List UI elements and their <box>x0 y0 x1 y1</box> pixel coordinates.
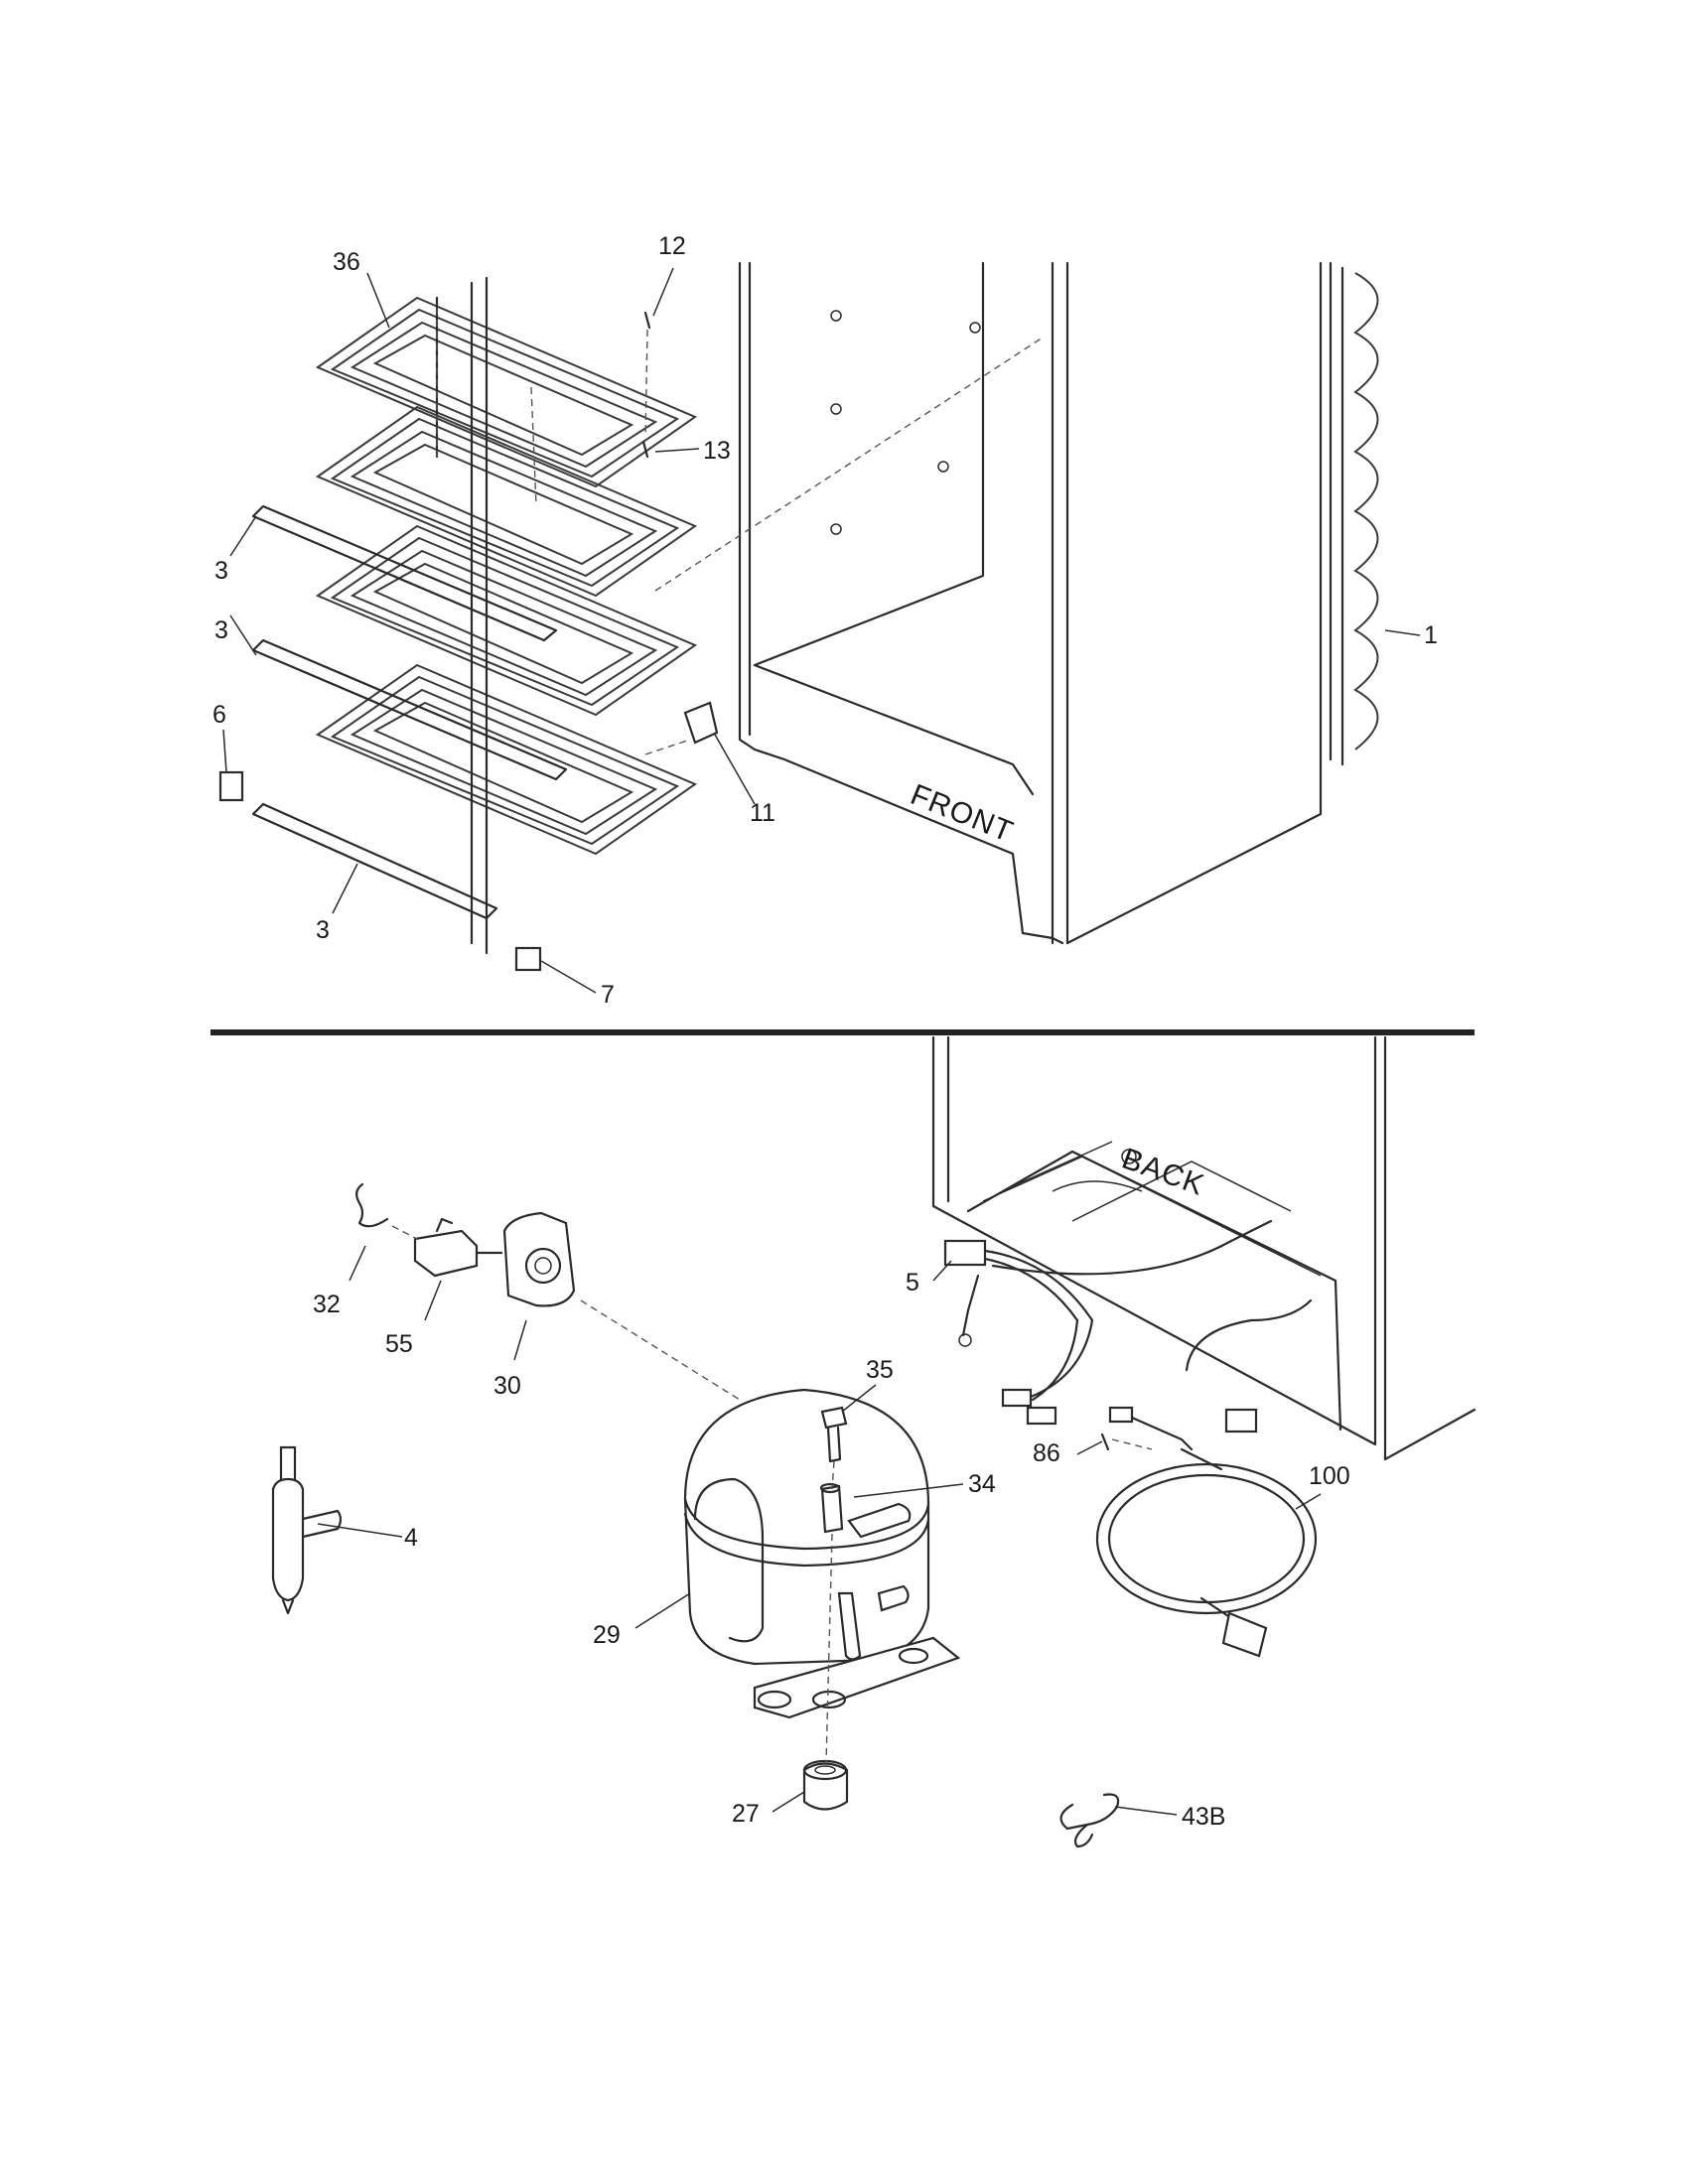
callout-30: 30 <box>493 1372 521 1400</box>
shelf-clips <box>218 701 719 972</box>
callout-1: 1 <box>1424 621 1438 649</box>
callout-13: 13 <box>703 437 731 465</box>
clip-part-86 <box>1100 1433 1153 1451</box>
sleeve-part-34 <box>819 1482 844 1534</box>
shelf-rails <box>251 504 568 920</box>
bracket-part-11 <box>683 701 719 745</box>
callout-55: 55 <box>385 1330 413 1358</box>
clip-part-6 <box>218 770 244 802</box>
bottom-leaders <box>317 1245 1322 1816</box>
front-stamp: FRONT <box>906 778 1018 849</box>
callout-43b: 43B <box>1182 1803 1225 1831</box>
back-stamp: BACK <box>1118 1143 1209 1202</box>
wiring-harness-part-5 <box>943 1219 1313 1433</box>
overload-part-55 <box>413 1229 479 1278</box>
callout-11: 11 <box>750 799 775 827</box>
screws-12-13 <box>436 308 651 507</box>
top-dashed-leaders <box>644 337 1044 755</box>
callout-5: 5 <box>906 1269 919 1297</box>
compressor-dashed-axis <box>825 1460 835 1763</box>
clip-part-7 <box>514 946 542 972</box>
callout-6: 6 <box>212 701 226 729</box>
callout-100: 100 <box>1309 1462 1350 1490</box>
callout-3-middle: 3 <box>214 616 228 644</box>
shelf-coil <box>315 296 698 488</box>
callout-7: 7 <box>601 981 615 1009</box>
callout-86: 86 <box>1033 1439 1060 1467</box>
drier-part-4 <box>271 1445 343 1615</box>
top-callouts: 36 12 13 3 3 6 11 3 7 1 FRONT <box>212 232 1438 1009</box>
cord-clip <box>1108 1406 1134 1424</box>
evaporator-shelf-coils <box>315 276 698 955</box>
callout-35: 35 <box>866 1356 894 1384</box>
callout-3-lower: 3 <box>316 916 330 944</box>
compressor-part-29 <box>683 1388 961 1719</box>
cabinet-back <box>931 1035 1477 1461</box>
cord-plug <box>1221 1611 1268 1658</box>
cabinet-front <box>738 261 1323 945</box>
callout-34: 34 <box>968 1470 996 1498</box>
bolt-part-35 <box>820 1406 848 1463</box>
relay-overload-assembly <box>355 1182 741 1401</box>
clip-part-43b <box>1059 1793 1120 1848</box>
callout-29: 29 <box>593 1621 621 1649</box>
callout-12: 12 <box>658 232 686 260</box>
condenser-coil-part-1 <box>1329 261 1379 766</box>
top-leaders <box>222 267 1421 994</box>
callout-32: 32 <box>313 1291 341 1318</box>
power-cord-part-100 <box>1095 1406 1318 1658</box>
callout-36: 36 <box>333 248 360 276</box>
clip-part-32 <box>355 1182 389 1228</box>
grommet-part-27 <box>802 1759 849 1811</box>
callout-3-upper: 3 <box>214 557 228 585</box>
callout-27: 27 <box>732 1800 760 1828</box>
compressor-base <box>753 1636 961 1719</box>
callout-4: 4 <box>404 1524 418 1552</box>
harness-connector <box>943 1239 987 1267</box>
